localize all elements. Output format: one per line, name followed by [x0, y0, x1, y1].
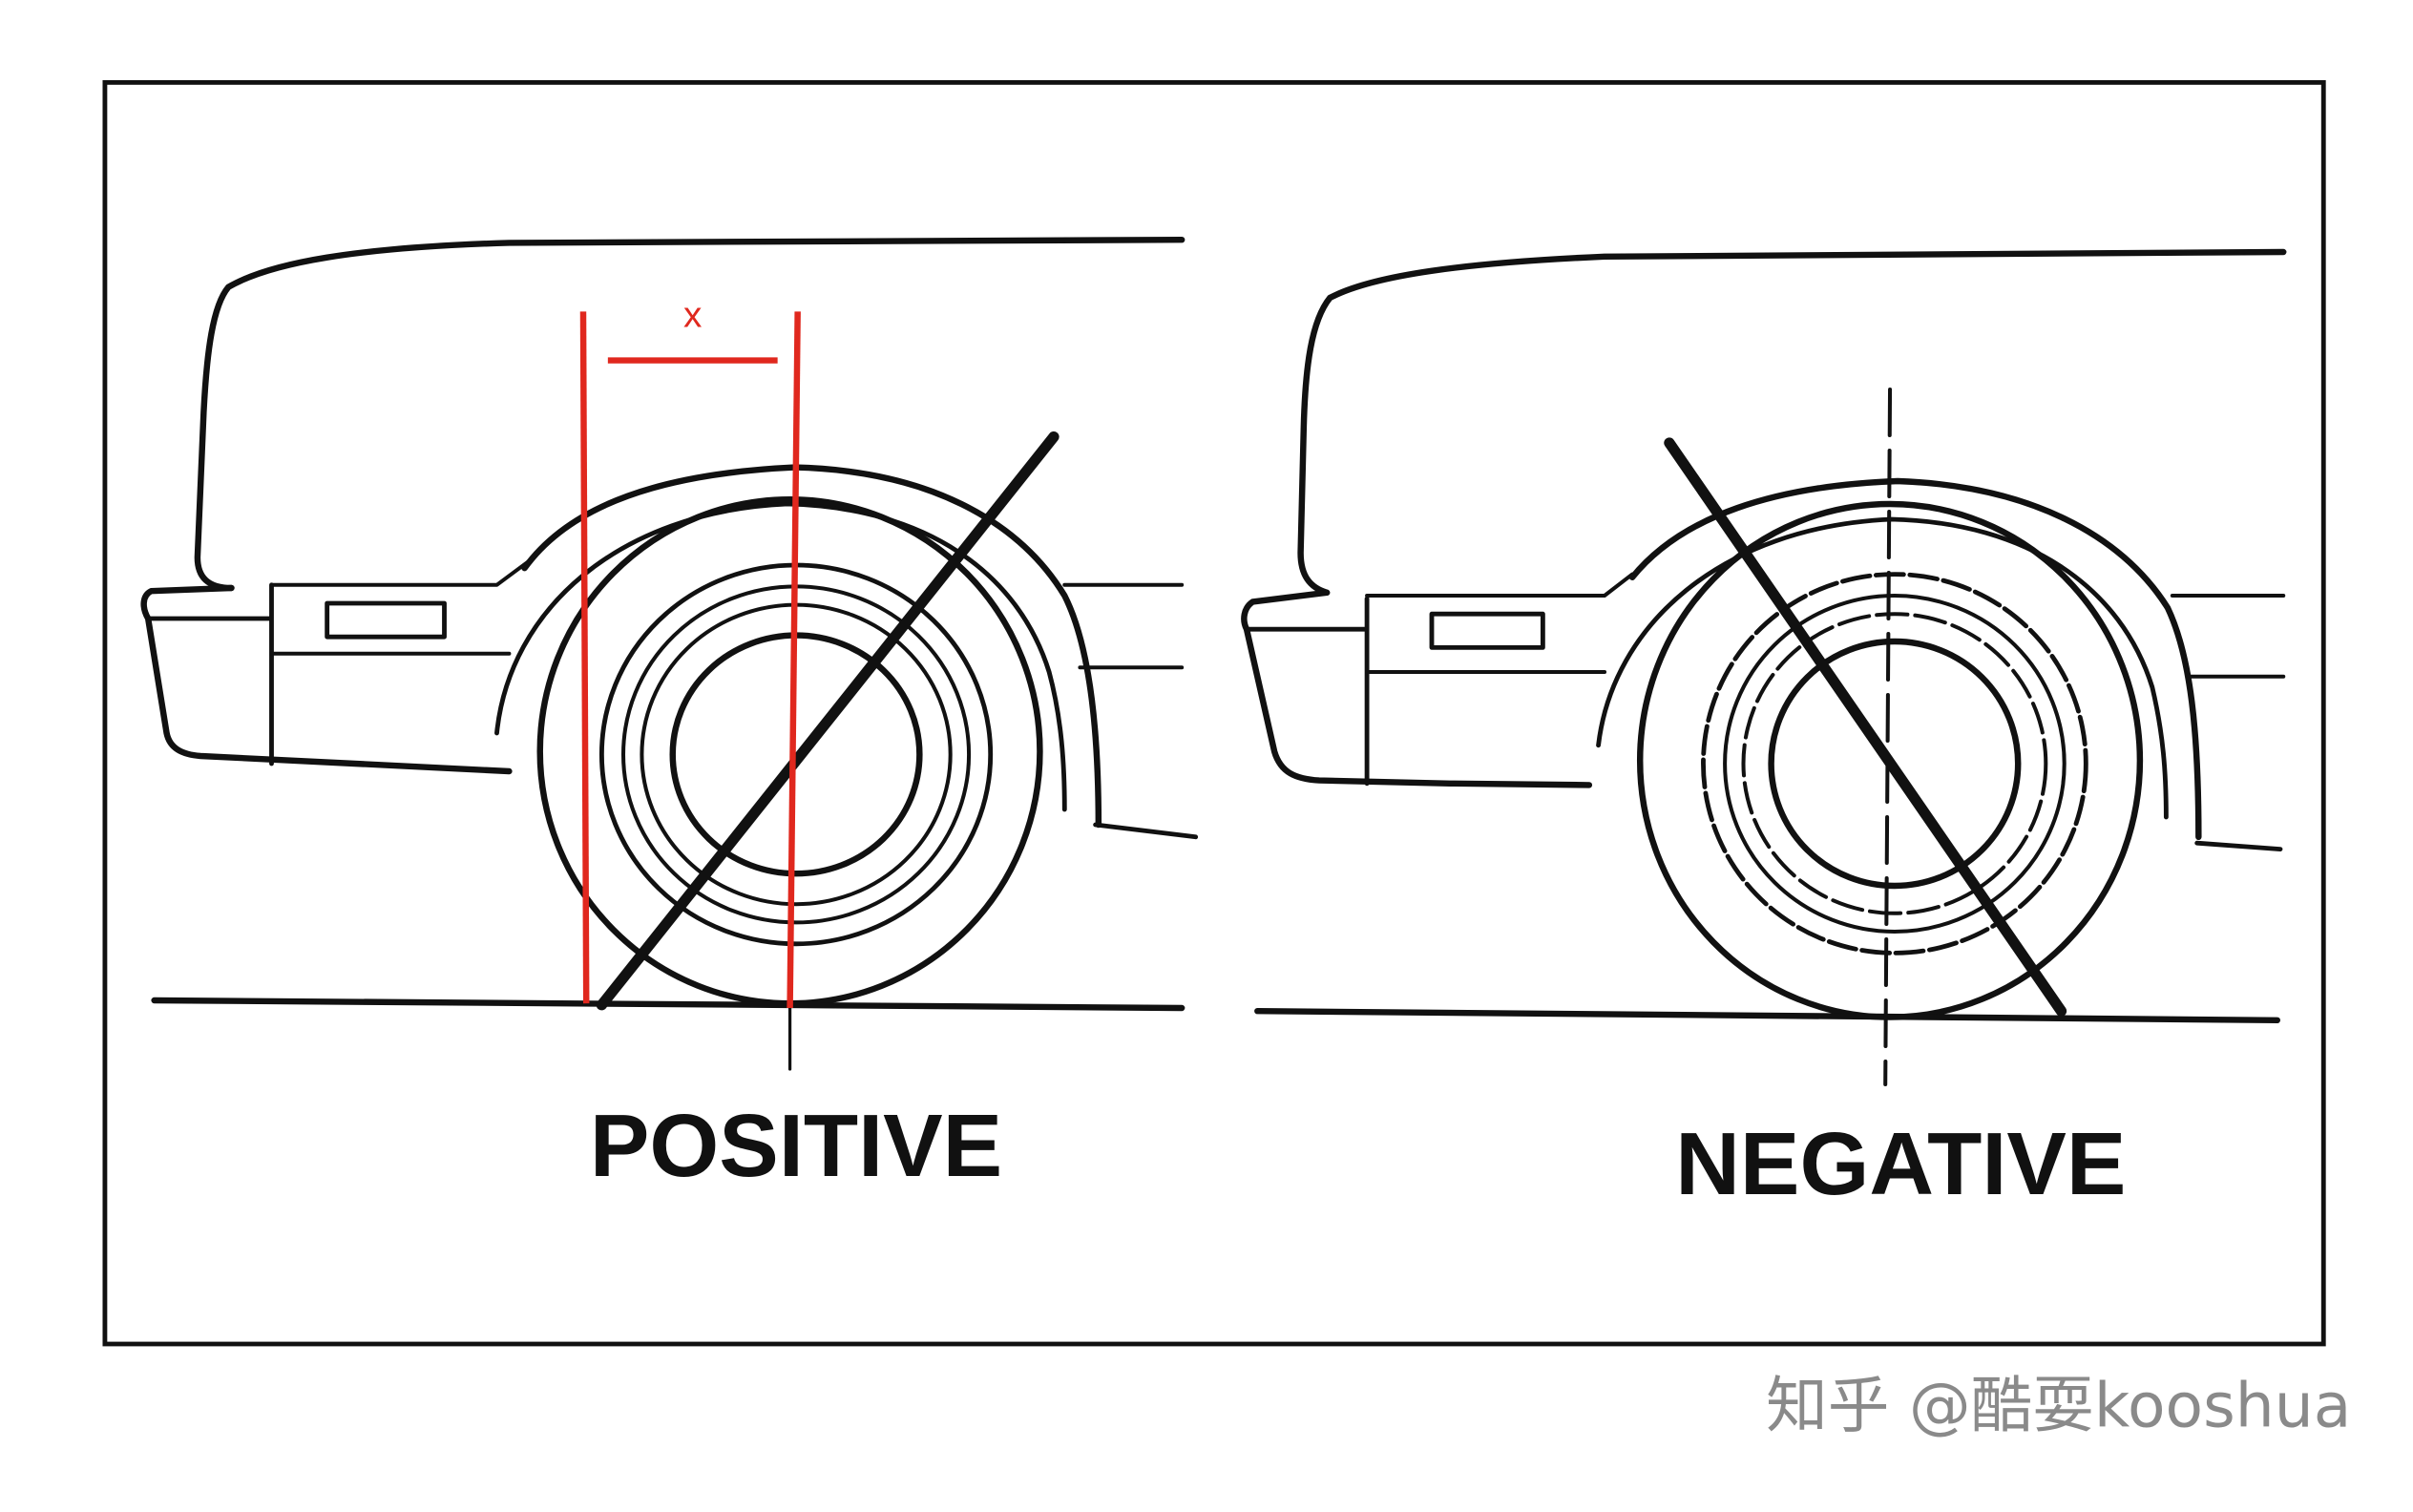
- bumper-top-line: [145, 582, 274, 766]
- positive-label: POSITIVE: [590, 1096, 1002, 1194]
- positive-panel: [140, 237, 1199, 1071]
- negative-panel: [1241, 248, 2287, 1086]
- fender-arch-inner: [1596, 516, 2169, 820]
- ground-line: [151, 997, 1186, 1012]
- tire-ring-3: [1741, 612, 2048, 915]
- watermark: 知乎 @酷耍kooshua: [1766, 1371, 2351, 1442]
- fender-arch: [521, 464, 1102, 829]
- fender-arch: [1628, 477, 2202, 841]
- steering-axis-line: [1664, 437, 2067, 1017]
- parking-lamp: [1429, 611, 1545, 650]
- figure-frame: [102, 80, 2326, 1347]
- caster-offset-marker: [579, 311, 801, 1009]
- ground-line: [1254, 1008, 2280, 1023]
- hood-outline: [194, 237, 1186, 592]
- red-right-line: [787, 311, 801, 1009]
- body-side-rocker: [1093, 822, 1199, 840]
- steering-axis-line: [596, 431, 1060, 1011]
- hood-outline: [1297, 248, 2287, 597]
- front-bumper: [1241, 589, 1593, 788]
- negative-label: NEGATIVE: [1675, 1115, 2126, 1213]
- parking-lamp: [325, 600, 447, 640]
- body-side-rocker: [2194, 840, 2283, 851]
- tire-ring-1: [1701, 572, 2088, 956]
- vertical-reference: [1883, 388, 1893, 1086]
- red-left-line: [579, 311, 590, 1004]
- front-bumper: [140, 584, 513, 775]
- bumper-face-line: [1365, 572, 1635, 598]
- wheel-hub: [1768, 638, 2022, 890]
- offset-label: x: [683, 295, 702, 336]
- bumper-top-line: [1244, 596, 1370, 787]
- tire-ring-2: [1723, 594, 2067, 934]
- bumper-face-line: [269, 559, 530, 587]
